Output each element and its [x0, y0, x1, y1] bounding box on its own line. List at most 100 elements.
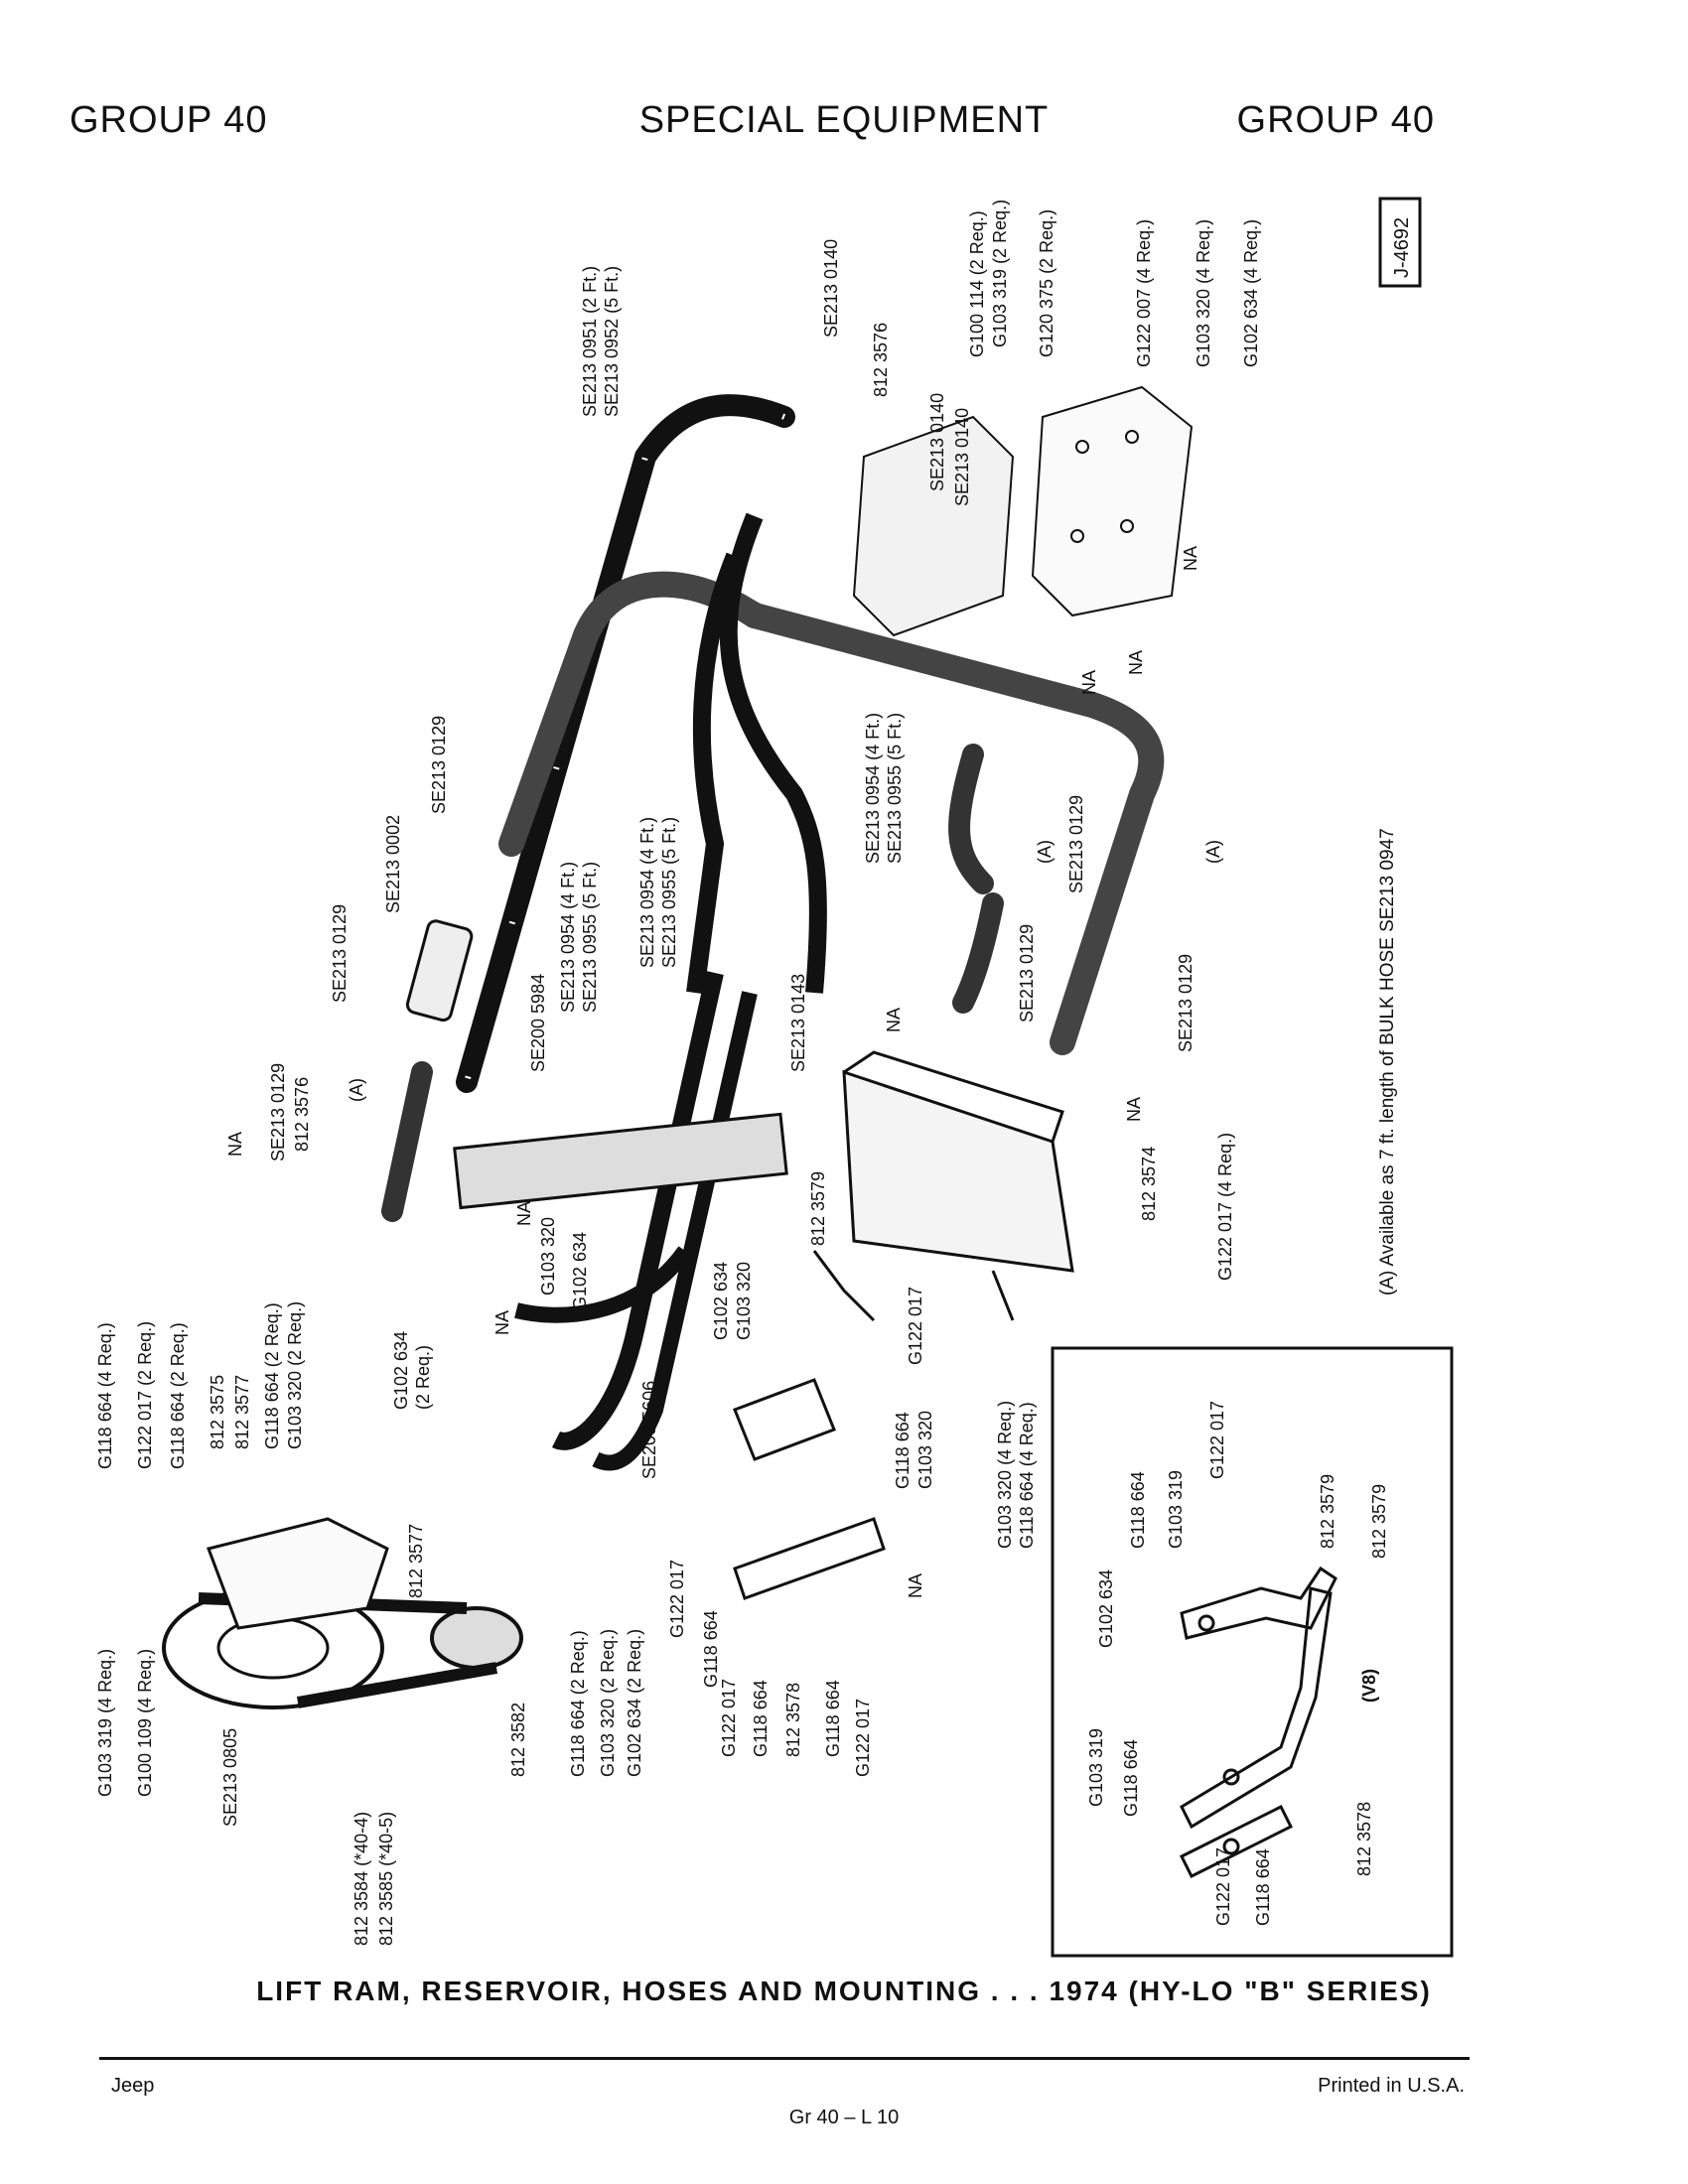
header-group-left: GROUP 40: [70, 99, 268, 141]
callout-na-7: NA: [514, 1201, 534, 1226]
callout-g118-664-2b: G118 664 (2 Req.): [262, 1302, 282, 1449]
callout-g102-634-2: G102 634 (2 Req.): [625, 1629, 644, 1777]
callout-g100-114: G100 114 (2 Req.): [967, 210, 987, 357]
callout-se213-0129-5: SE213 0129: [1176, 954, 1196, 1052]
callout-g102-634-b: G102 634: [711, 1262, 731, 1340]
callout-g103-320-b: G103 320: [734, 1262, 754, 1340]
callout-a-3: (A): [347, 1078, 366, 1102]
figure-id: J-4692: [1391, 217, 1413, 278]
callout-g118-664-4b: G118 664 (4 Req.): [1017, 1402, 1037, 1549]
inset-g118-664-a: G118 664: [1128, 1471, 1148, 1549]
inset-812-3579-a: 812 3579: [1318, 1474, 1337, 1549]
callout-g120-375: G120 375 (2 Req.): [1037, 209, 1056, 357]
callout-g102-634-4: G102 634 (4 Req.): [1241, 219, 1261, 367]
footer-rule: [99, 2057, 1470, 2060]
callout-g122-017-c: G122 017: [719, 1679, 739, 1757]
callout-g122-017-2: G122 017 (2 Req.): [135, 1321, 155, 1469]
callout-se200-5984: SE200 5984: [528, 974, 548, 1072]
header-group-right: GROUP 40: [1236, 99, 1435, 141]
callout-812-3576-top: 812 3576: [871, 323, 891, 397]
callout-g118-664-2a: G118 664 (2 Req.): [168, 1322, 188, 1469]
callout-g103-320-4b: G103 320 (4 Req.): [995, 1401, 1015, 1549]
footer-brand: Jeep: [111, 2075, 155, 2097]
inset-g102-634: G102 634: [1096, 1570, 1116, 1648]
callout-2-req: (2 Req.): [413, 1345, 433, 1410]
footer-printed: Printed in U.S.A.: [1318, 2075, 1465, 2097]
callout-812-3574: 812 3574: [1139, 1147, 1159, 1221]
callout-g122-017-4: G122 017 (4 Req.): [1215, 1133, 1235, 1281]
callout-se213-0140-b: SE213 0140: [927, 393, 947, 491]
callout-g100-109: G100 109 (4 Req.): [135, 1649, 155, 1797]
callout-na-8: NA: [492, 1310, 512, 1335]
inset-g118-664-c: G118 664: [1253, 1848, 1273, 1926]
inset-g122-017-a: G122 017: [1207, 1401, 1227, 1479]
callout-a-2: (A): [1203, 840, 1223, 864]
inset-g122-017-b: G122 017: [1213, 1847, 1233, 1926]
callout-g103-320-c: G103 320: [915, 1411, 935, 1489]
callout-812-3575: 812 3575: [208, 1375, 227, 1449]
callout-g103-320-a: G103 320: [538, 1217, 558, 1296]
callout-se213-0140-a: SE213 0140: [821, 239, 841, 338]
inset-g103-319-b: G103 319: [1086, 1728, 1106, 1807]
figure-caption: LIFT RAM, RESERVOIR, HOSES AND MOUNTING …: [256, 1976, 1432, 2006]
callout-812-3576-mid: 812 3576: [292, 1077, 312, 1152]
callout-g122-007: G122 007 (4 Req.): [1134, 219, 1154, 367]
callout-se213-0129-1: SE213 0129: [429, 716, 449, 814]
callout-g118-664-4a: G118 664 (4 Req.): [95, 1322, 115, 1469]
callout-se213-0955-c: SE213 0955 (5 Ft.): [885, 713, 905, 864]
callout-se213-0951: SE213 0951 (2 Ft.): [580, 266, 600, 417]
callout-812-3584: 812 3584 (*40-4): [352, 1812, 371, 1946]
callout-812-3579: 812 3579: [808, 1171, 828, 1246]
callout-g103-320-4: G103 320 (4 Req.): [1194, 219, 1213, 367]
inset-812-3578: 812 3578: [1354, 1802, 1374, 1876]
callout-g103-319-2: G103 319 (2 Req.): [990, 200, 1010, 347]
callout-g118-664-c: G118 664: [751, 1680, 771, 1757]
callout-812-3577-b: 812 3577: [406, 1524, 426, 1598]
callout-g118-664-b: G118 664: [701, 1610, 721, 1688]
callout-812-3578: 812 3578: [783, 1683, 803, 1757]
callout-se200-5606: SE200 5606: [639, 1381, 659, 1479]
callout-se213-0954-c: SE213 0954 (4 Ft.): [863, 713, 883, 864]
callout-812-3582: 812 3582: [508, 1703, 528, 1777]
callout-se213-0129-4: SE213 0129: [1017, 924, 1037, 1023]
callout-na-2: NA: [1126, 650, 1146, 675]
callout-se213-0129-6: SE213 0129: [268, 1063, 288, 1161]
callout-g122-017-d: G122 017: [853, 1699, 873, 1777]
callout-se213-0805: SE213 0805: [220, 1728, 240, 1827]
hose-assembly-art: [162, 385, 1194, 1709]
callout-se213-0954-b: SE213 0954 (4 Ft.): [637, 817, 657, 968]
callout-na-9: NA: [906, 1573, 925, 1598]
callout-se213-0955-a: SE213 0955 (5 Ft.): [580, 862, 600, 1013]
inset-812-3579-b: 812 3579: [1369, 1484, 1389, 1559]
callout-na-1: NA: [1181, 546, 1200, 571]
callout-812-3577-a: 812 3577: [232, 1375, 252, 1449]
inset-g103-319-a: G103 319: [1166, 1470, 1186, 1549]
footer-page-number: Gr 40 – L 10: [788, 2107, 900, 2128]
callout-se213-0140-c: SE213 0140: [952, 408, 972, 506]
callout-g118-664-a: G118 664: [893, 1412, 913, 1489]
callout-se213-0129-2: SE213 0129: [330, 904, 350, 1003]
callout-na-3: NA: [1079, 670, 1099, 695]
callout-se213-0955-b: SE213 0955 (5 Ft.): [659, 817, 679, 968]
callout-se213-0002: SE213 0002: [383, 815, 403, 913]
callout-g122-017-a: G122 017: [906, 1287, 925, 1365]
callout-se213-0952: SE213 0952 (5 Ft.): [602, 266, 622, 417]
callout-g103-320-2a: G103 320 (2 Req.): [285, 1301, 305, 1449]
v8-inset: (V8) G118 664 G103 319 G122 017 812 3579…: [1051, 1346, 1454, 1958]
callout-g102-634-c: G102 634: [391, 1331, 411, 1410]
callout-na-6: NA: [225, 1132, 245, 1157]
callout-g103-320-2b: G103 320 (2 Req.): [598, 1629, 618, 1777]
inset-v8-label: (V8): [1359, 1669, 1379, 1703]
header-section-title: SPECIAL EQUIPMENT: [638, 99, 1050, 141]
callout-a-1: (A): [1035, 840, 1055, 864]
callout-na-4: NA: [884, 1008, 904, 1032]
callout-g118-664-2c: G118 664 (2 Req.): [568, 1630, 588, 1777]
callout-na-5: NA: [1124, 1097, 1144, 1122]
callout-se213-0954-a: SE213 0954 (4 Ft.): [558, 862, 578, 1013]
figure-id-box: [1378, 197, 1422, 288]
callout-se213-0143: SE213 0143: [788, 974, 808, 1072]
callout-labels: SE213 0951 (2 Ft.) SE213 0952 (5 Ft.) SE…: [95, 200, 1261, 1946]
callout-g103-319-4: G103 319 (4 Req.): [95, 1649, 115, 1797]
callout-812-3585: 812 3585 (*40-5): [376, 1812, 396, 1946]
